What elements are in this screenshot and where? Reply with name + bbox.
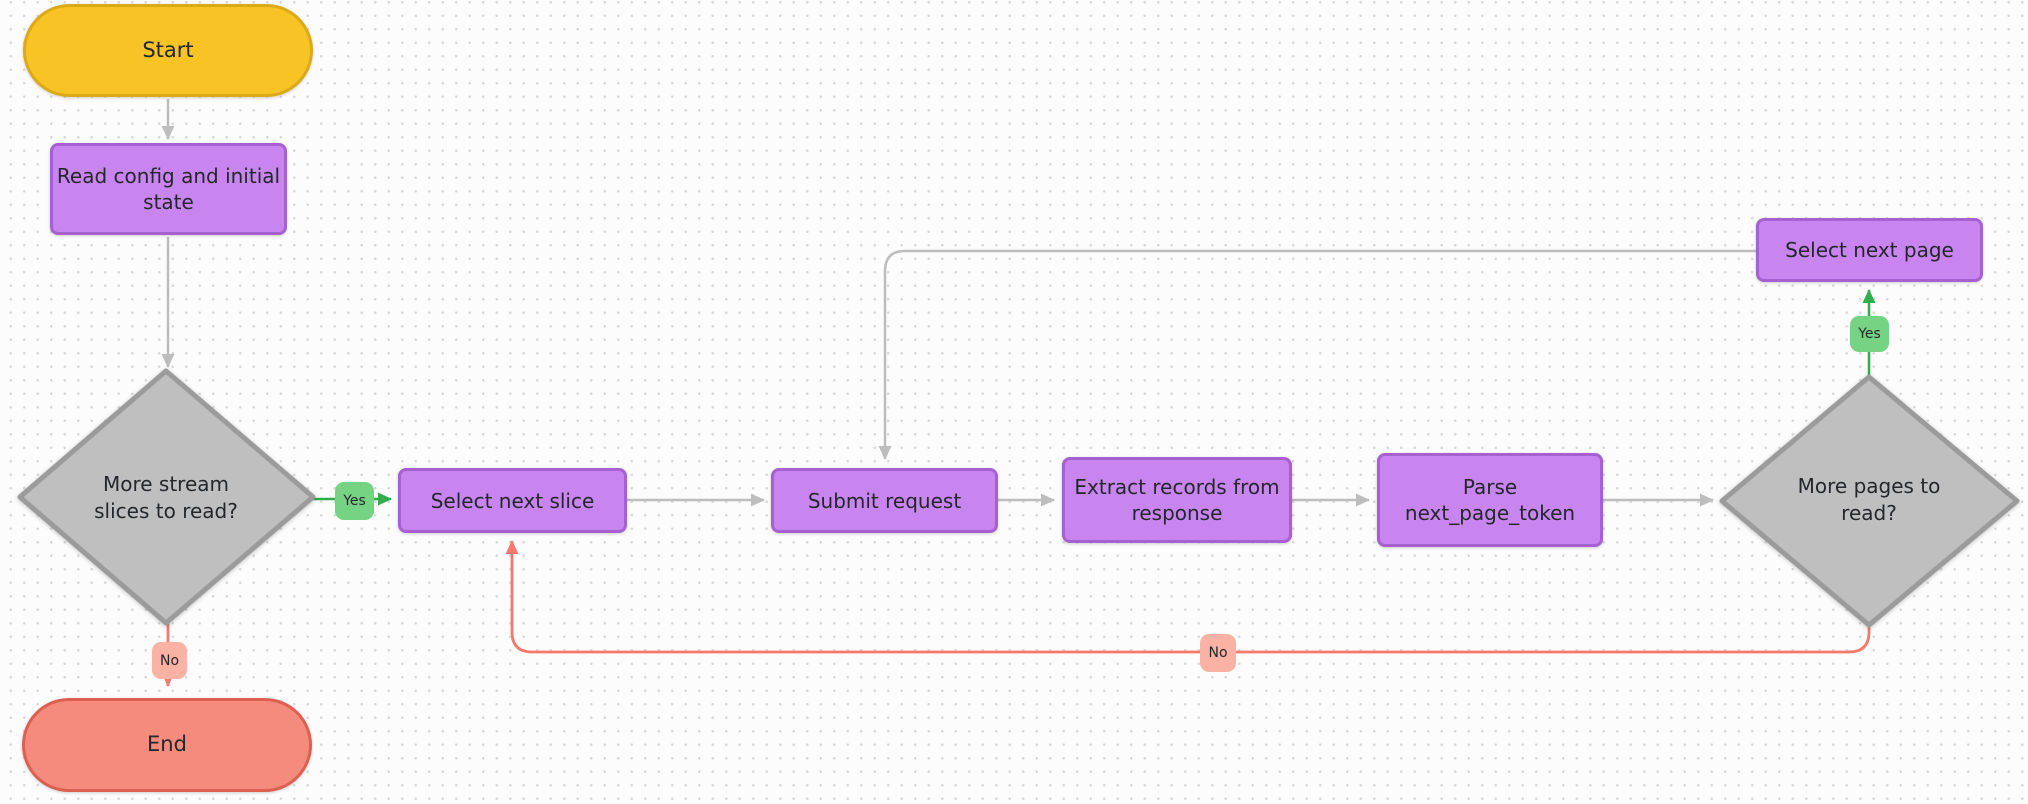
diamond-more-pages-shape bbox=[1719, 374, 2020, 628]
node-more-pages-decision[interactable]: More pages to read? bbox=[1797, 474, 1941, 525]
node-end[interactable]: End bbox=[22, 698, 312, 792]
node-extract-records[interactable]: Extract records from response bbox=[1062, 457, 1292, 543]
edge-label-no-pages[interactable]: No bbox=[1200, 634, 1236, 672]
node-read-config[interactable]: Read config and initial state bbox=[50, 143, 287, 235]
node-select-next-slice[interactable]: Select next slice bbox=[398, 468, 627, 533]
edge-label-no-slices[interactable]: No bbox=[152, 642, 187, 679]
node-start[interactable]: Start bbox=[23, 4, 313, 97]
edge-more-pages-no-to-select-next-slice[interactable] bbox=[505, 540, 1871, 654]
edge-select-next-page-to-submit-request[interactable] bbox=[878, 249, 1756, 460]
edge-label-yes-slices[interactable]: Yes bbox=[335, 482, 374, 520]
node-submit-request[interactable]: Submit request bbox=[771, 468, 998, 533]
diamond-more-slices-shape bbox=[17, 368, 316, 626]
node-more-slices-decision[interactable]: More stream slices to read? bbox=[94, 471, 238, 523]
node-select-next-page[interactable]: Select next page bbox=[1756, 218, 1983, 282]
edge-label-yes-pages[interactable]: Yes bbox=[1850, 316, 1889, 352]
node-parse-next-page-token[interactable]: Parse next_page_token bbox=[1377, 453, 1603, 547]
